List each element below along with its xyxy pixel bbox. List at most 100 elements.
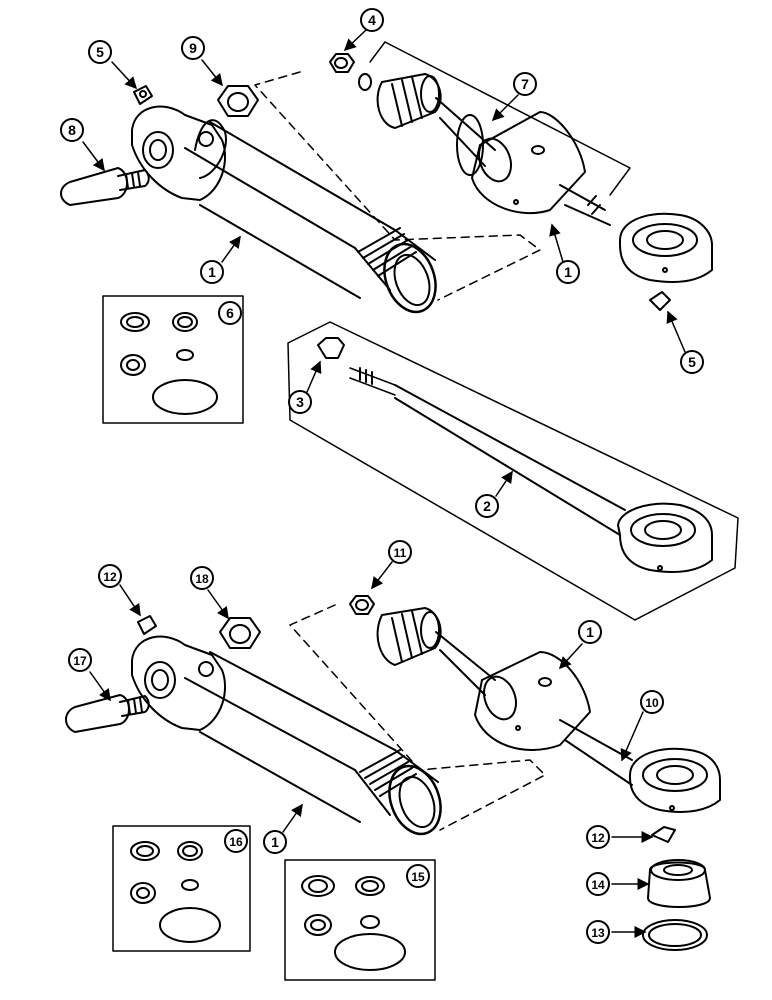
piston-rod-top (435, 97, 611, 226)
o-ring-top (456, 114, 484, 176)
callout-number: 2 (483, 498, 491, 514)
callout-circle (288, 390, 312, 414)
callout-number: 7 (521, 76, 529, 92)
cylinder-barrel-bottom (131, 635, 442, 836)
callout-c1b: 1 (556, 260, 580, 284)
callout-number: 12 (591, 831, 605, 845)
piston-rod-bottom (435, 631, 633, 786)
rod-eye-top (619, 212, 713, 283)
callout-c14: 14 (586, 872, 610, 896)
callout-c17: 17 (68, 648, 92, 672)
callout-c3: 3 (288, 390, 312, 414)
callout-circle (360, 8, 384, 32)
callout-number: 1 (564, 264, 572, 280)
grease-fitting-top (133, 85, 153, 105)
callout-circle (680, 350, 704, 374)
nut-9 (217, 85, 259, 117)
callout-c5b: 5 (680, 350, 704, 374)
callout-c10: 10 (640, 690, 664, 714)
callout-circle (388, 540, 412, 564)
leader-lines (82, 29, 686, 938)
callout-circle (88, 40, 112, 64)
callout-c11: 11 (388, 540, 412, 564)
callout-c15: 15 (406, 864, 430, 888)
callout-number: 16 (229, 835, 243, 849)
callout-circle (578, 620, 602, 644)
callout-number: 4 (368, 12, 376, 28)
callout-number: 5 (688, 354, 696, 370)
callout-circle (190, 566, 214, 590)
callout-number: 1 (208, 264, 216, 280)
callout-number: 1 (271, 834, 279, 850)
callout-c18: 18 (190, 566, 214, 590)
gland-top (471, 111, 586, 215)
callout-c1c: 1 (578, 620, 602, 644)
callout-circle (586, 920, 610, 944)
pivot-pin-bottom (65, 694, 150, 733)
callout-number: 12 (103, 570, 117, 584)
callout-circle (586, 872, 610, 896)
seal-kit-15 (284, 859, 436, 981)
callout-circle (60, 118, 84, 142)
callout-number: 5 (96, 44, 104, 60)
callout-circle (200, 260, 224, 284)
callout-circle (640, 690, 664, 714)
callout-c7: 7 (513, 72, 537, 96)
piston-seal-bottom (376, 607, 442, 666)
callout-number: 6 (226, 305, 234, 321)
callout-c12b: 12 (586, 825, 610, 849)
pivot-pin-top (60, 167, 150, 206)
nut-11 (349, 595, 375, 615)
callout-circle (98, 564, 122, 588)
callout-c6: 6 (218, 301, 242, 325)
seal-kit-6 (102, 295, 244, 424)
callout-number: 13 (591, 926, 605, 940)
nut-4 (329, 53, 372, 91)
gland-bottom (474, 651, 591, 752)
callout-circle (513, 72, 537, 96)
grease-fitting-bottom (137, 615, 157, 635)
callout-c2: 2 (475, 494, 499, 518)
callout-circle (263, 830, 287, 854)
callout-circle (475, 494, 499, 518)
callout-circle (218, 301, 242, 325)
callout-number: 18 (195, 572, 209, 586)
bushing-14 (647, 859, 711, 908)
callout-c4: 4 (360, 8, 384, 32)
callout-number: 11 (394, 546, 407, 560)
bracket-4 (369, 41, 631, 196)
callout-circle (224, 829, 248, 853)
callout-number: 3 (296, 394, 304, 410)
callout-number: 9 (189, 40, 197, 56)
callout-circle (586, 825, 610, 849)
snap-ring-13 (642, 919, 708, 951)
callout-circle (181, 36, 205, 60)
callout-c8: 8 (60, 118, 84, 142)
grease-fitting-rod-top (649, 291, 671, 311)
piston-seal-top (376, 73, 442, 129)
callout-c5a: 5 (88, 40, 112, 64)
callout-c13: 13 (586, 920, 610, 944)
rod-assembly-box (287, 321, 739, 621)
callout-circle (406, 864, 430, 888)
grease-fitting-12b (651, 826, 676, 843)
callout-c12a: 12 (98, 564, 122, 588)
callout-number: 14 (591, 878, 605, 892)
callout-c9: 9 (181, 36, 205, 60)
nut-18 (219, 617, 261, 649)
callout-number: 8 (68, 122, 76, 138)
callout-c16: 16 (224, 829, 248, 853)
dashed-guide-top (254, 71, 541, 301)
callout-c1a: 1 (200, 260, 224, 284)
seal-kit-16 (112, 825, 251, 952)
rod-eye-bottom (629, 747, 721, 813)
callout-number: 15 (411, 870, 425, 884)
dashed-guide-bottom (289, 604, 546, 831)
callout-c1d: 1 (263, 830, 287, 854)
callout-number: 17 (73, 654, 87, 668)
callout-number: 1 (586, 624, 594, 640)
cylinder-barrel-top (131, 105, 437, 314)
callout-circle (556, 260, 580, 284)
